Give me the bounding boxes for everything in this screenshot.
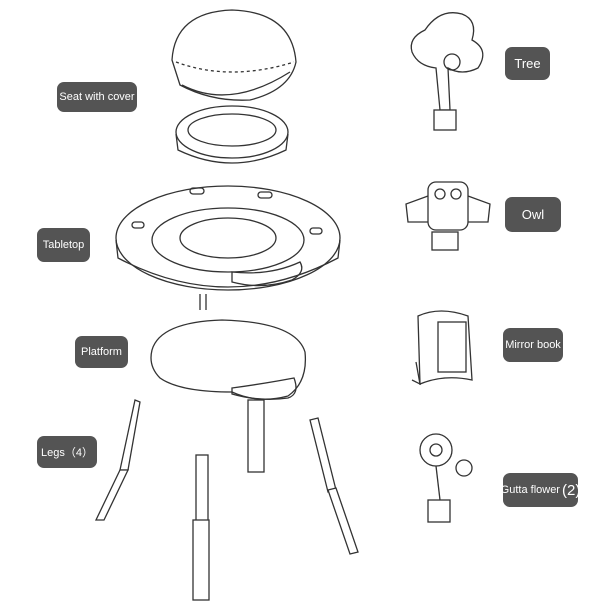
label-seat-with-cover: Seat with cover: [57, 82, 137, 112]
label-legs: Legs（4）: [37, 436, 97, 468]
tabletop-drawing: [115, 185, 341, 310]
legs-drawing: [94, 399, 359, 601]
label-gutta-flower: Gutta flower(2): [500, 473, 581, 507]
seat-ring-drawing: [175, 105, 289, 164]
mirror-book-drawing: [411, 310, 473, 386]
label-platform: Platform: [75, 336, 128, 368]
gutta-flower-drawing: [419, 433, 473, 523]
label-owl: Owl: [505, 197, 561, 232]
label-mirror-book: Mirror book: [503, 328, 563, 362]
owl-toy-drawing: [405, 181, 491, 251]
tree-toy-drawing: [410, 12, 484, 131]
label-tabletop: Tabletop: [37, 228, 90, 262]
label-gutta-flower-count: (2): [561, 481, 581, 499]
platform-drawing: [150, 319, 307, 473]
label-gutta-flower-text: Gutta flower: [500, 484, 560, 496]
label-tree: Tree: [505, 47, 550, 80]
seat-cover-drawing: [171, 9, 297, 101]
